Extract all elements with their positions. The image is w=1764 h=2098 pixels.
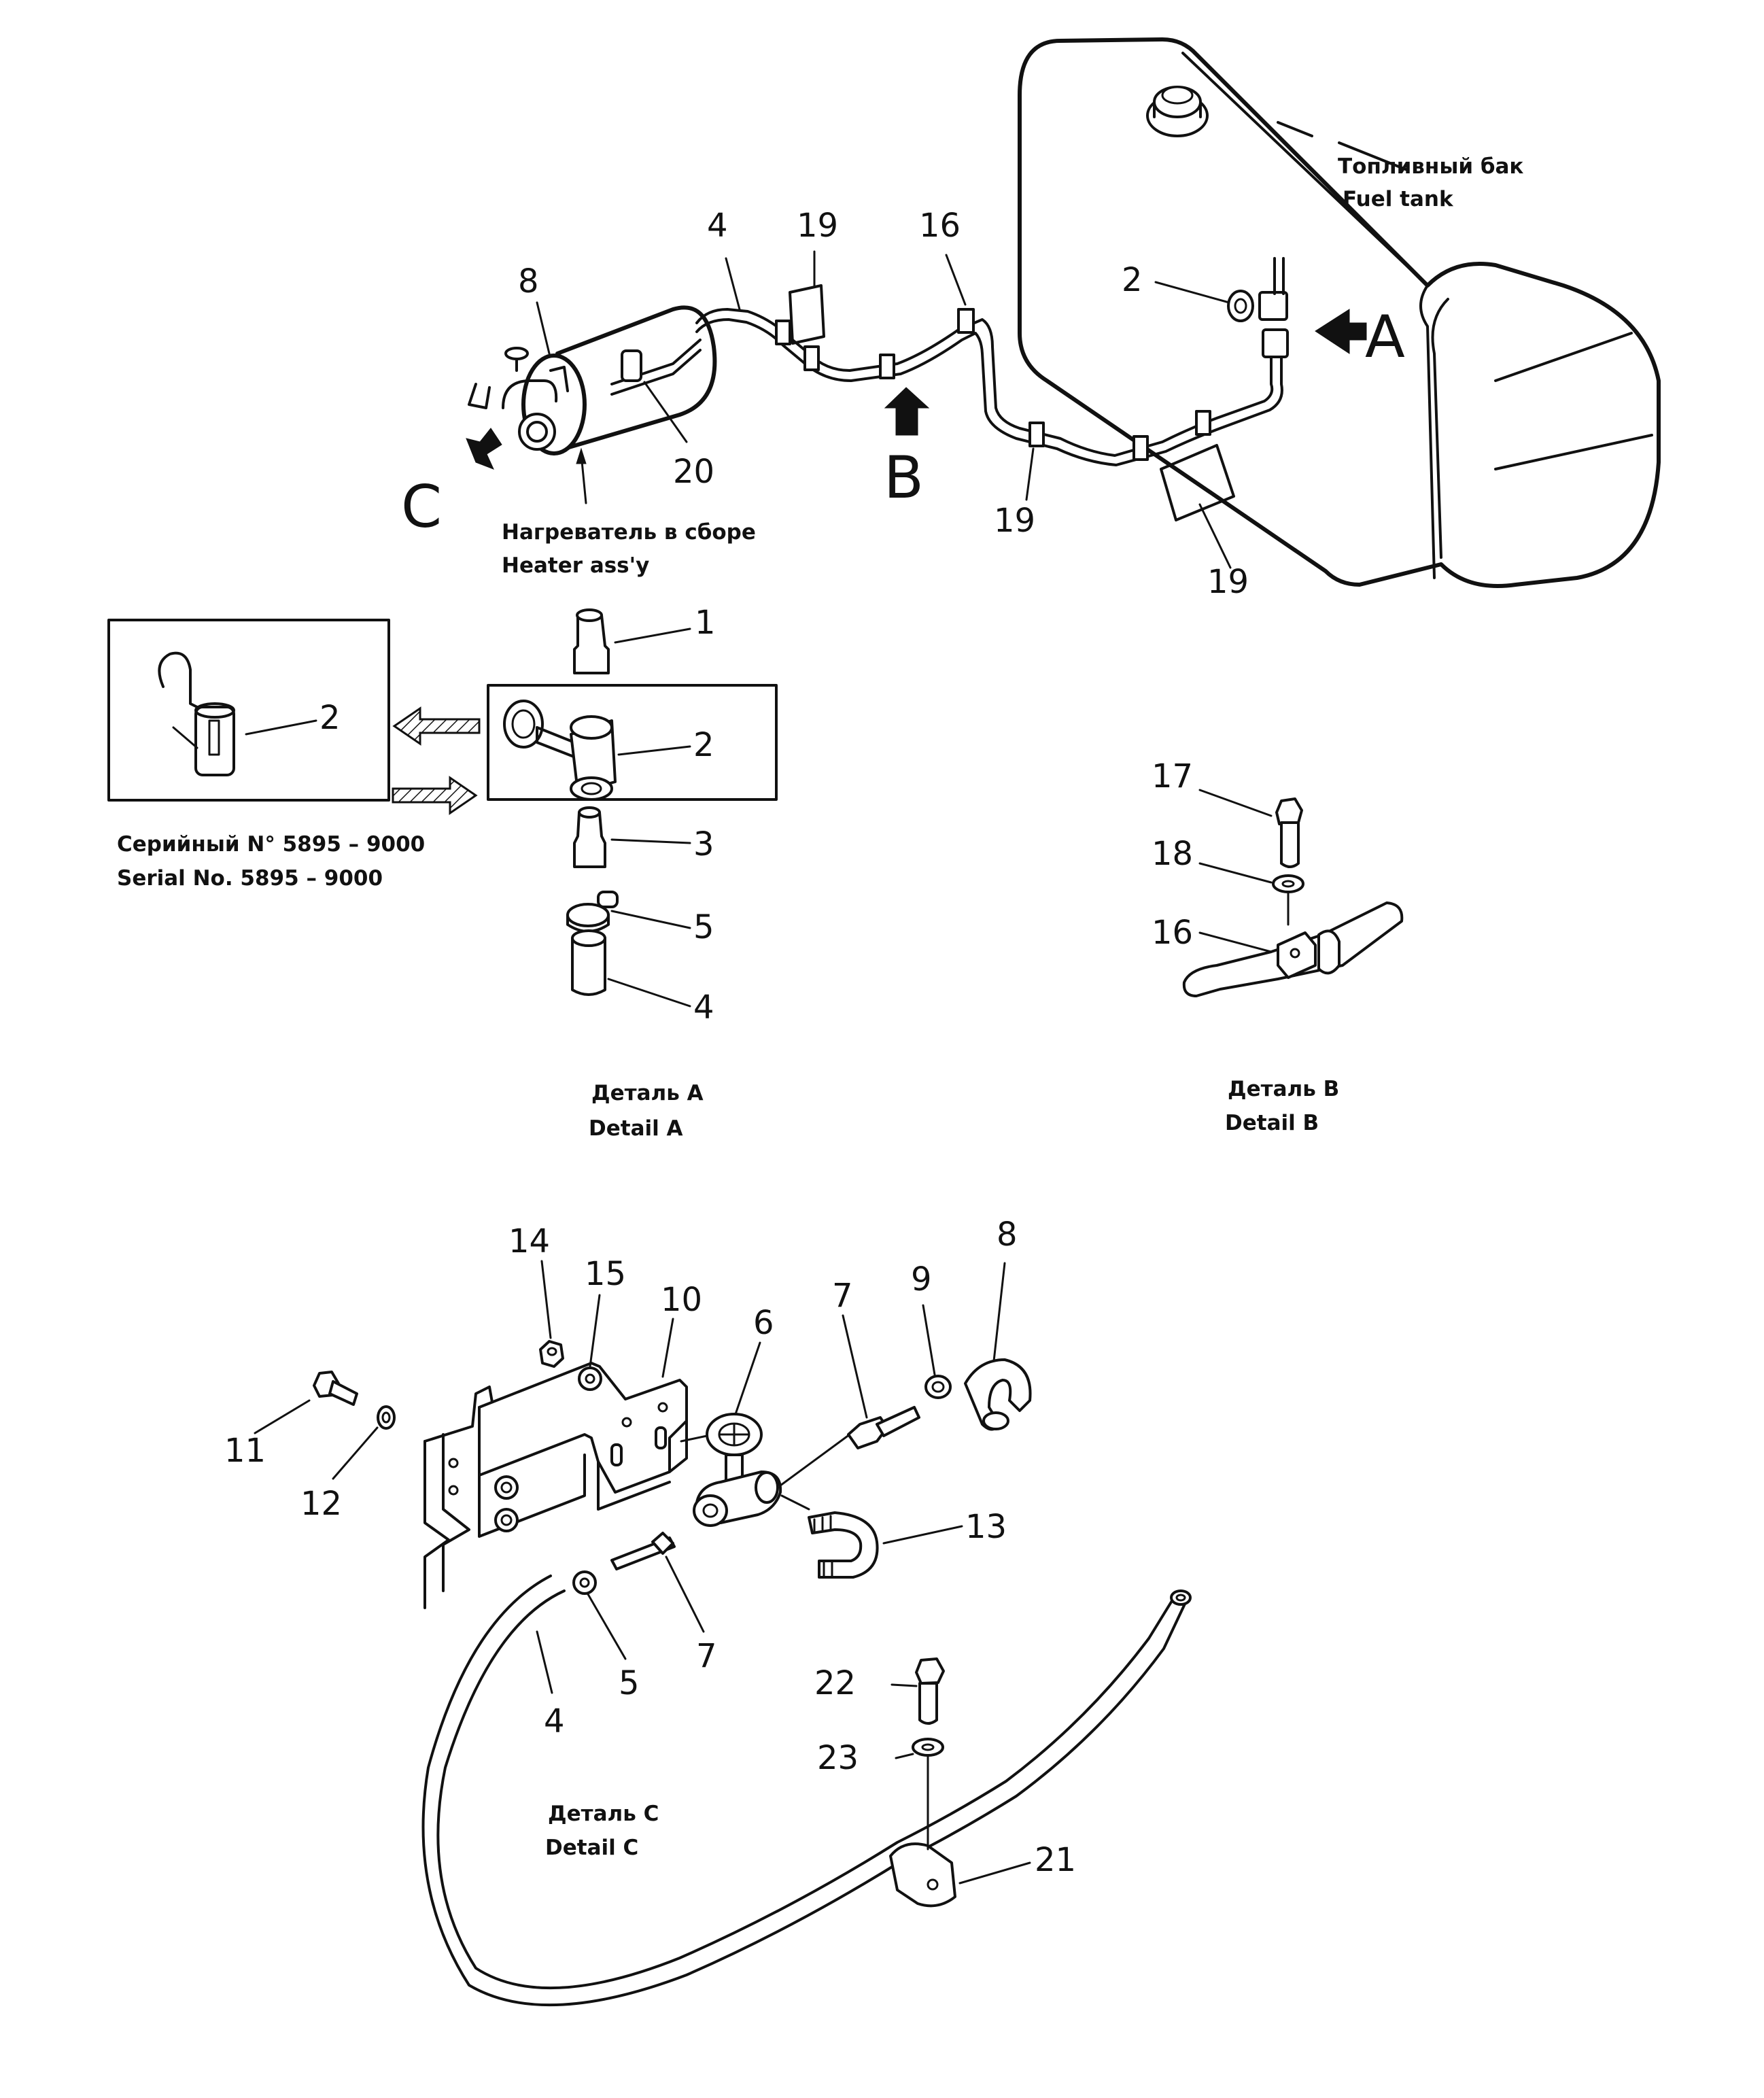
view-arrows <box>466 309 1367 470</box>
part-number: 19 <box>1207 563 1249 601</box>
detail-a-leaders <box>245 627 691 1008</box>
part-number: 1 <box>695 604 716 642</box>
part-number: 19 <box>994 502 1035 540</box>
part-number: 8 <box>997 1216 1018 1254</box>
fuel-tank <box>1018 37 1661 588</box>
detail-c-bracket <box>423 1362 688 1609</box>
detail-b-caption-ru: Деталь B <box>1228 1077 1339 1101</box>
detail-c-caption-en: Detail C <box>545 1836 638 1860</box>
part-number: 13 <box>965 1508 1007 1546</box>
part-number: 2 <box>319 699 341 737</box>
heater-caption-ru: Нагреватель в сборе <box>502 520 756 545</box>
part-number: 4 <box>544 1702 565 1740</box>
fuel-line <box>695 257 1289 521</box>
detail-a-caption-en: Detail A <box>589 1116 683 1141</box>
part-number: 2 <box>693 726 714 764</box>
part-number: 20 <box>673 453 714 491</box>
part-number: 14 <box>508 1222 550 1260</box>
part-number: 7 <box>696 1637 717 1675</box>
part-number: 6 <box>753 1304 774 1342</box>
view-letter-b: B <box>884 444 924 512</box>
detail-b-leaders <box>1198 789 1273 953</box>
detail-a-valve <box>503 700 617 801</box>
part-number: 3 <box>693 825 714 863</box>
detail-a-frames <box>107 619 778 815</box>
part-number: 15 <box>585 1255 626 1293</box>
detail-b-caption-en: Detail B <box>1225 1111 1319 1135</box>
detail-a-valve-alt <box>158 651 235 776</box>
part-number: 4 <box>707 207 728 245</box>
part-number: 4 <box>693 988 714 1027</box>
part-number: 16 <box>919 207 961 245</box>
part-number: 11 <box>224 1432 266 1470</box>
part-number: 2 <box>1122 261 1143 299</box>
serial-caption-ru: Серийный N° 5895 – 9000 <box>117 832 425 857</box>
heater-assembly <box>468 305 717 455</box>
fuel-tank-caption-ru: Топливный бак <box>1338 154 1523 179</box>
heater-caption-en: Heater ass'y <box>502 553 649 578</box>
part-number: 16 <box>1152 914 1193 952</box>
part-number: 10 <box>661 1281 702 1319</box>
overview-leaders <box>536 250 1232 569</box>
view-letter-c: C <box>401 473 442 541</box>
detail-c-small-parts <box>313 1340 602 1430</box>
view-letter-a: A <box>1365 303 1405 371</box>
part-number: 12 <box>300 1485 342 1523</box>
part-number: 19 <box>797 207 838 245</box>
part-number: 8 <box>518 262 539 300</box>
detail-b-parts <box>1182 797 1404 997</box>
detail-c-leaders <box>254 1260 1031 1885</box>
detail-c-valve <box>680 1413 851 1527</box>
detail-c-fittings <box>572 1358 1032 1595</box>
part-number: 7 <box>832 1277 853 1315</box>
detail-c-hose <box>421 1575 1192 2007</box>
detail-c-caption-ru: Деталь C <box>548 1802 659 1826</box>
part-number: 17 <box>1152 757 1193 795</box>
part-number: 22 <box>814 1664 856 1702</box>
part-number: 21 <box>1035 1841 1076 1879</box>
part-number: 5 <box>619 1664 640 1702</box>
fuel-tank-caption-en: Fuel tank <box>1343 187 1454 211</box>
part-number: 18 <box>1152 835 1193 873</box>
serial-caption-en: Serial No. 5895 – 9000 <box>117 866 383 891</box>
part-number: 9 <box>911 1260 932 1299</box>
part-number: 5 <box>693 908 714 946</box>
detail-a-caption-ru: Деталь A <box>591 1081 704 1105</box>
detail-a-parts <box>566 608 619 996</box>
detail-c-clamp <box>889 1657 956 1908</box>
part-number: 23 <box>817 1739 859 1777</box>
